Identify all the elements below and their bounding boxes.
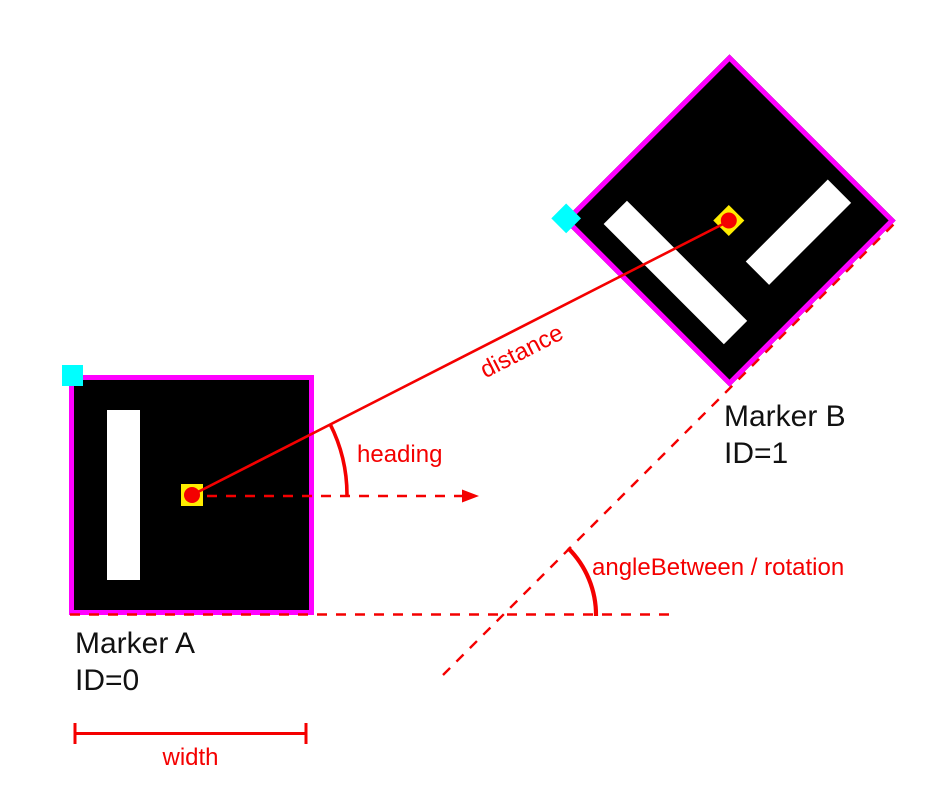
heading-arc xyxy=(328,422,349,496)
marker-b-corner-square-icon xyxy=(551,203,582,234)
width-label: width xyxy=(162,744,219,771)
width-measure xyxy=(73,723,308,744)
marker-a-corner-square-icon xyxy=(62,365,83,386)
angle-between-label: angleBetween / rotation xyxy=(592,554,845,581)
marker-b-center-square xyxy=(713,204,745,237)
distance-label: distance xyxy=(475,319,568,384)
marker-b-center-dot-icon xyxy=(717,209,741,232)
marker-a xyxy=(62,365,314,615)
marker-a-center-dot-icon xyxy=(184,487,200,503)
heading-arrowhead-icon xyxy=(462,489,479,503)
marker-b-label: Marker B ID=1 xyxy=(724,398,846,472)
marker-b-id: ID=1 xyxy=(724,437,789,470)
heading-label: heading xyxy=(357,441,443,468)
marker-a-label: Marker A ID=0 xyxy=(75,625,195,699)
marker-b-pattern-bar-short xyxy=(745,179,852,285)
marker-a-name: Marker A xyxy=(75,627,196,660)
marker-a-id: ID=0 xyxy=(75,664,140,697)
marker-b xyxy=(551,54,896,387)
marker-a-center-square xyxy=(181,484,203,506)
marker-b-name: Marker B xyxy=(724,400,846,433)
marker-a-pattern-bar xyxy=(107,410,140,580)
